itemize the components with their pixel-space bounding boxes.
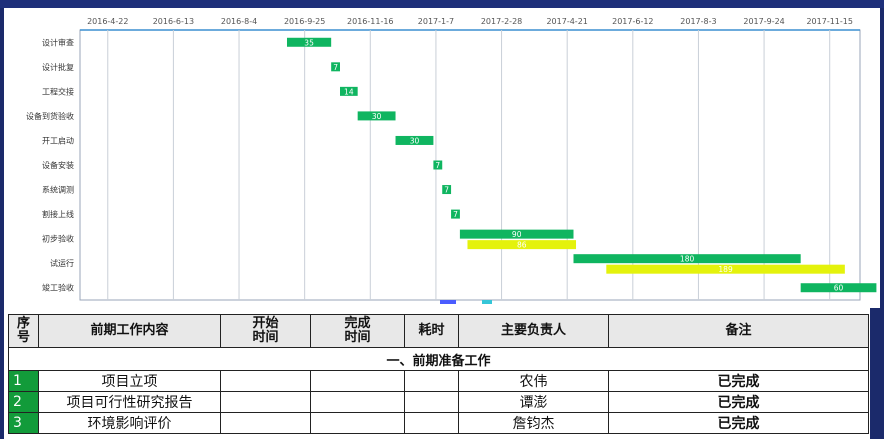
header-remark: 备注 xyxy=(608,314,869,348)
row-remark: 已完成 xyxy=(608,412,869,434)
gantt-bar xyxy=(433,160,443,170)
header-duration: 耗时 xyxy=(404,314,459,348)
x-tick-label: 2017-9-24 xyxy=(743,17,784,26)
x-tick-label: 2017-2-28 xyxy=(481,17,522,26)
gantt-bar xyxy=(340,86,358,96)
x-tick-label: 2016-9-25 xyxy=(284,17,325,26)
gantt-bar xyxy=(357,111,396,121)
header-serial: 序 号 xyxy=(8,314,39,348)
table-row: 1 项目立项 农伟 已完成 xyxy=(8,370,869,392)
x-tick-label: 2017-8-3 xyxy=(680,17,716,26)
gantt-chart: 2016-4-22 2016-6-13 2016-8-4 2016-9-25 2016-… xyxy=(26,17,877,301)
gantt-bar xyxy=(800,283,877,293)
x-tick-label: 2016-8-4 xyxy=(221,17,257,26)
row-content: 项目可行性研究报告 xyxy=(38,391,221,413)
row-number: 3 xyxy=(8,412,39,434)
y-category-label: 设备到货验收 xyxy=(26,111,74,121)
top-background-strip xyxy=(0,0,884,8)
table-header-row: 序 号 前期工作内容 开始 时间 完成 时间 耗时 主要负责人 备注 xyxy=(8,314,869,348)
gantt-bar xyxy=(606,264,845,274)
x-tick-label: 2017-11-15 xyxy=(806,17,853,26)
y-category-label: 设计审查 xyxy=(42,37,74,47)
row-duration xyxy=(404,412,459,434)
x-tick-label: 2016-6-13 xyxy=(153,17,194,26)
y-category-label: 初步验收 xyxy=(42,234,74,244)
gantt-bar xyxy=(467,240,577,250)
y-category-label: 设计批复 xyxy=(42,62,74,72)
row-duration xyxy=(404,370,459,392)
x-tick-label: 2017-1-7 xyxy=(418,17,454,26)
gantt-bar xyxy=(442,185,452,195)
bar-data-label: 35 xyxy=(304,38,314,47)
y-category-label: 割接上线 xyxy=(42,209,74,219)
bar-data-label: 7 xyxy=(435,161,440,170)
gantt-bar xyxy=(573,254,801,264)
row-owner: 詹钧杰 xyxy=(458,412,609,434)
gantt-chart-panel: 2016-4-22 2016-6-13 2016-8-4 2016-9-25 2016-… xyxy=(4,8,880,308)
section-title: 一、前期准备工作 xyxy=(8,347,869,371)
y-category-label: 设备安装 xyxy=(42,160,74,170)
gantt-bar xyxy=(331,62,340,72)
x-tick-label: 2017-4-21 xyxy=(546,17,587,26)
row-end xyxy=(310,391,405,413)
table-row: 3 环境影响评价 詹钧杰 已完成 xyxy=(8,412,869,434)
bar-data-label: 86 xyxy=(517,241,527,250)
chart-scroll-marker-2[interactable] xyxy=(482,300,492,304)
section-row: 一、前期准备工作 xyxy=(8,347,869,371)
y-category-label: 开工启动 xyxy=(42,135,74,145)
y-category-label: 系统调测 xyxy=(42,185,74,195)
row-remark: 已完成 xyxy=(608,391,869,413)
bar-data-label: 180 xyxy=(680,255,695,264)
gantt-bar xyxy=(286,37,332,47)
bar-data-label: 90 xyxy=(512,230,522,239)
gantt-bar xyxy=(459,229,574,239)
row-end xyxy=(310,370,405,392)
bar-data-label: 60 xyxy=(834,284,844,293)
header-end: 完成 时间 xyxy=(310,314,405,348)
row-remark: 已完成 xyxy=(608,370,869,392)
bar-data-label: 7 xyxy=(453,210,458,219)
header-content: 前期工作内容 xyxy=(38,314,221,348)
x-tick-label: 2016-4-22 xyxy=(87,17,128,26)
y-category-label: 工程交接 xyxy=(42,86,74,96)
row-owner: 农伟 xyxy=(458,370,609,392)
bar-data-label: 189 xyxy=(718,265,733,274)
bar-data-label: 7 xyxy=(444,186,449,195)
y-category-label: 试运行 xyxy=(50,258,74,268)
y-category-label: 竣工验收 xyxy=(42,283,74,293)
schedule-table-panel: 序 号 前期工作内容 开始 时间 完成 时间 耗时 主要负责人 备注 一、前期准… xyxy=(4,308,870,439)
table-row: 2 项目可行性研究报告 谭澎 已完成 xyxy=(8,391,869,413)
header-owner: 主要负责人 xyxy=(458,314,609,348)
row-number: 1 xyxy=(8,370,39,392)
header-start: 开始 时间 xyxy=(220,314,311,348)
gantt-bar xyxy=(395,135,434,145)
bar-data-label: 30 xyxy=(410,136,420,145)
bar-data-label: 14 xyxy=(344,87,354,96)
bar-data-label: 7 xyxy=(333,63,338,72)
row-number: 2 xyxy=(8,391,39,413)
row-owner: 谭澎 xyxy=(458,391,609,413)
row-start xyxy=(220,391,311,413)
row-content: 项目立项 xyxy=(38,370,221,392)
chart-scroll-marker[interactable] xyxy=(440,300,456,304)
gantt-bar xyxy=(451,209,460,219)
row-start xyxy=(220,412,311,434)
row-duration xyxy=(404,391,459,413)
schedule-table: 序 号 前期工作内容 开始 时间 完成 时间 耗时 主要负责人 备注 一、前期准… xyxy=(8,314,869,434)
row-start xyxy=(220,370,311,392)
x-tick-label: 2016-11-16 xyxy=(347,17,394,26)
bar-data-label: 30 xyxy=(372,112,382,121)
row-content: 环境影响评价 xyxy=(38,412,221,434)
x-tick-label: 2017-6-12 xyxy=(612,17,653,26)
row-end xyxy=(310,412,405,434)
